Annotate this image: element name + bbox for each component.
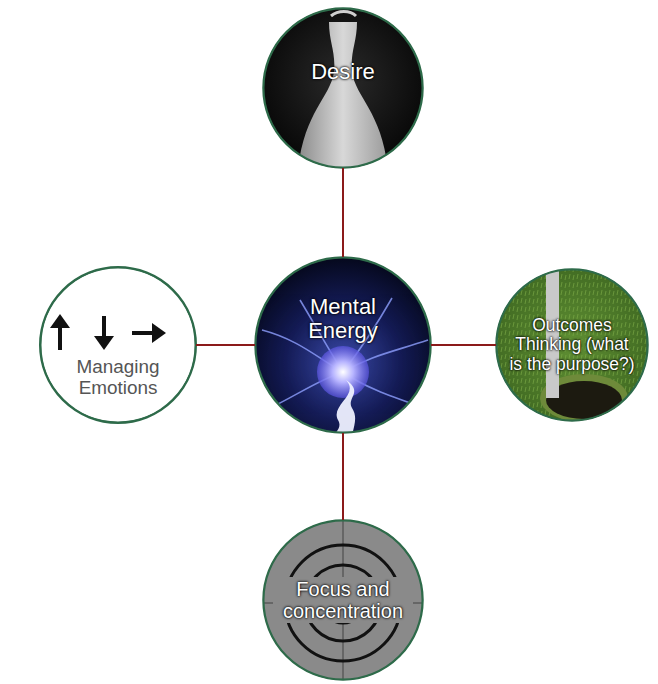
circle-border <box>255 257 431 433</box>
connector-line <box>431 344 496 346</box>
circle-outline <box>41 268 196 423</box>
emotions-circle: Managing Emotions <box>40 267 196 423</box>
circle-outline <box>264 521 423 680</box>
circle-border <box>496 269 648 421</box>
outcomes-circle: Outcomes Thinking (what is the purpose?) <box>496 269 648 421</box>
vase-picture <box>263 8 423 170</box>
circle-ground <box>40 267 196 423</box>
plasma-picture <box>255 257 431 444</box>
node-label: Managing Emotions <box>58 357 178 399</box>
target-picture <box>258 515 428 684</box>
focus-circle: Focus and concentration <box>263 520 423 680</box>
circle-outline <box>263 8 423 168</box>
circle-border <box>263 520 423 680</box>
vase-silhouette <box>298 22 388 170</box>
grass-texture <box>496 269 648 421</box>
circle-ground <box>496 269 648 421</box>
circle-outline <box>497 270 648 421</box>
energy-circle: Mental Energy <box>255 257 431 433</box>
connector-line <box>342 168 344 257</box>
circle-border <box>263 8 423 168</box>
desire-circle: Desire <box>263 8 423 168</box>
light-streak <box>326 380 355 444</box>
connector-line <box>196 344 255 346</box>
connector-line <box>342 433 344 520</box>
circle-outline <box>40 267 196 423</box>
circle-outline <box>256 258 431 433</box>
node-label: Focus and concentration <box>273 577 413 623</box>
node-label: Desire <box>311 60 375 84</box>
circle-outline <box>264 9 423 168</box>
node-label: Mental Energy <box>288 295 398 343</box>
circle-outline <box>255 257 431 433</box>
vase-rim <box>331 12 356 17</box>
golf-hole-picture <box>496 262 648 422</box>
plasma-orb <box>317 346 369 398</box>
emotion-arrows <box>50 314 166 350</box>
node-label: Outcomes Thinking (what is the purpose?) <box>508 316 636 374</box>
